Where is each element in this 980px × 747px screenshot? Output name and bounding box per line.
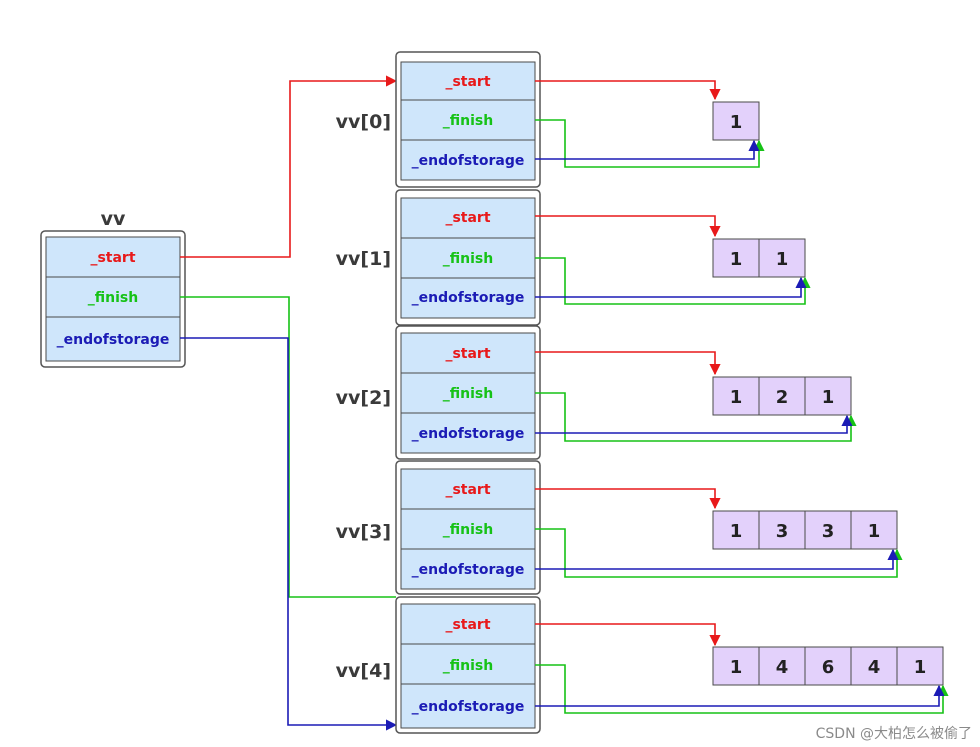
outer-finish-label: _finish (88, 290, 138, 306)
start-label: _start (445, 482, 490, 498)
endofstorage-pointer (535, 276, 807, 298)
array-cell-value: 1 (730, 112, 743, 133)
endofstorage-label: _endofstorage (412, 426, 525, 442)
array-cell-value: 3 (776, 521, 789, 542)
array-cell-value: 1 (868, 521, 881, 542)
array-cell (712, 101, 760, 141)
endofstorage-field (400, 412, 536, 454)
array-cell (712, 376, 760, 416)
array-cell-value: 1 (730, 387, 743, 408)
inner-vector-row: _start _finish _endofstorage vv[0] 1 (336, 51, 765, 188)
array-cell-value: 1 (730, 249, 743, 270)
inner-vector-name: vv[4] (336, 660, 391, 682)
array-cell-value: 6 (822, 657, 835, 678)
array-cell-value: 1 (914, 657, 927, 678)
array-cell-value: 1 (730, 521, 743, 542)
inner-vector-row: _start _finish _endofstorage vv[2] 1 2 1 (336, 325, 857, 460)
array-cell (712, 646, 760, 686)
outer-finish-pointer (180, 296, 396, 598)
array-cell (712, 238, 760, 278)
finish-label: _finish (443, 386, 493, 402)
finish-pointer (535, 392, 857, 442)
endofstorage-label: _endofstorage (412, 153, 525, 169)
inner-vector-row: _start _finish _endofstorage vv[4] 1 4 6… (336, 596, 949, 734)
endofstorage-pointer (535, 684, 945, 707)
start-pointer (535, 80, 721, 101)
endofstorage-field (400, 139, 536, 181)
watermark-text: CSDN @大柏怎么被偷了 (816, 726, 972, 742)
finish-pointer (535, 664, 949, 714)
array-cell (850, 510, 898, 550)
endofstorage-pointer (535, 548, 899, 570)
array-cell (804, 646, 852, 686)
start-pointer (535, 623, 721, 647)
finish-pointer (535, 257, 811, 305)
outer-vector: vv _start _finish _endofstorage (40, 208, 186, 368)
array-cell-value: 1 (776, 249, 789, 270)
endofstorage-label: _endofstorage (412, 699, 525, 715)
array-cell (850, 646, 898, 686)
finish-pointer (535, 528, 903, 578)
start-field (400, 332, 536, 374)
start-label: _start (445, 210, 490, 226)
inner-vector-name: vv[2] (336, 387, 391, 409)
outer-vector-name: vv (101, 208, 126, 230)
finish-field (400, 237, 536, 279)
array-cell-value: 1 (730, 657, 743, 678)
start-pointer (535, 488, 721, 510)
array-cell-value: 4 (868, 657, 881, 678)
array-cell (896, 646, 944, 686)
array-cell (758, 238, 806, 278)
finish-label: _finish (443, 113, 493, 129)
start-pointer (535, 351, 721, 376)
finish-pointer (535, 119, 765, 168)
outer-start-field (45, 236, 181, 278)
finish-label: _finish (443, 522, 493, 538)
start-pointer (535, 215, 721, 238)
inner-vector-row: _start _finish _endofstorage vv[3] 1 3 3… (336, 460, 903, 595)
array-cell-value: 4 (776, 657, 789, 678)
outer-endofstorage-pointer (180, 337, 398, 731)
endofstorage-field (400, 548, 536, 590)
start-label: _start (445, 346, 490, 362)
endofstorage-label: _endofstorage (412, 562, 525, 578)
start-label: _start (445, 617, 490, 633)
finish-label: _finish (443, 251, 493, 267)
array-cell (804, 376, 852, 416)
array-cell (712, 510, 760, 550)
inner-vector-row: _start _finish _endofstorage vv[1] 1 1 (336, 189, 811, 326)
endofstorage-field (400, 683, 536, 729)
inner-vector-name: vv[3] (336, 521, 391, 543)
inner-vector-name: vv[1] (336, 248, 391, 270)
outer-endofstorage-field (45, 316, 181, 362)
inner-vectors: _start _finish _endofstorage vv[0] 1 _st… (336, 51, 949, 734)
array-cell-value: 3 (822, 521, 835, 542)
array-cell (758, 510, 806, 550)
endofstorage-label: _endofstorage (412, 290, 525, 306)
outer-finish-field (45, 276, 181, 318)
finish-label: _finish (443, 658, 493, 674)
outer-start-label: _start (90, 250, 135, 266)
array-cell-value: 1 (822, 387, 835, 408)
endofstorage-pointer (535, 414, 853, 434)
finish-field (400, 508, 536, 550)
start-field (400, 197, 536, 239)
outer-endofstorage-label: _endofstorage (57, 332, 170, 348)
inner-vector-name: vv[0] (336, 111, 391, 133)
endofstorage-pointer (535, 139, 760, 160)
endofstorage-field (400, 277, 536, 319)
outer-start-pointer (180, 75, 398, 258)
start-field (400, 603, 536, 645)
finish-field (400, 372, 536, 414)
array-cell-value: 2 (776, 387, 789, 408)
start-label: _start (445, 74, 490, 90)
